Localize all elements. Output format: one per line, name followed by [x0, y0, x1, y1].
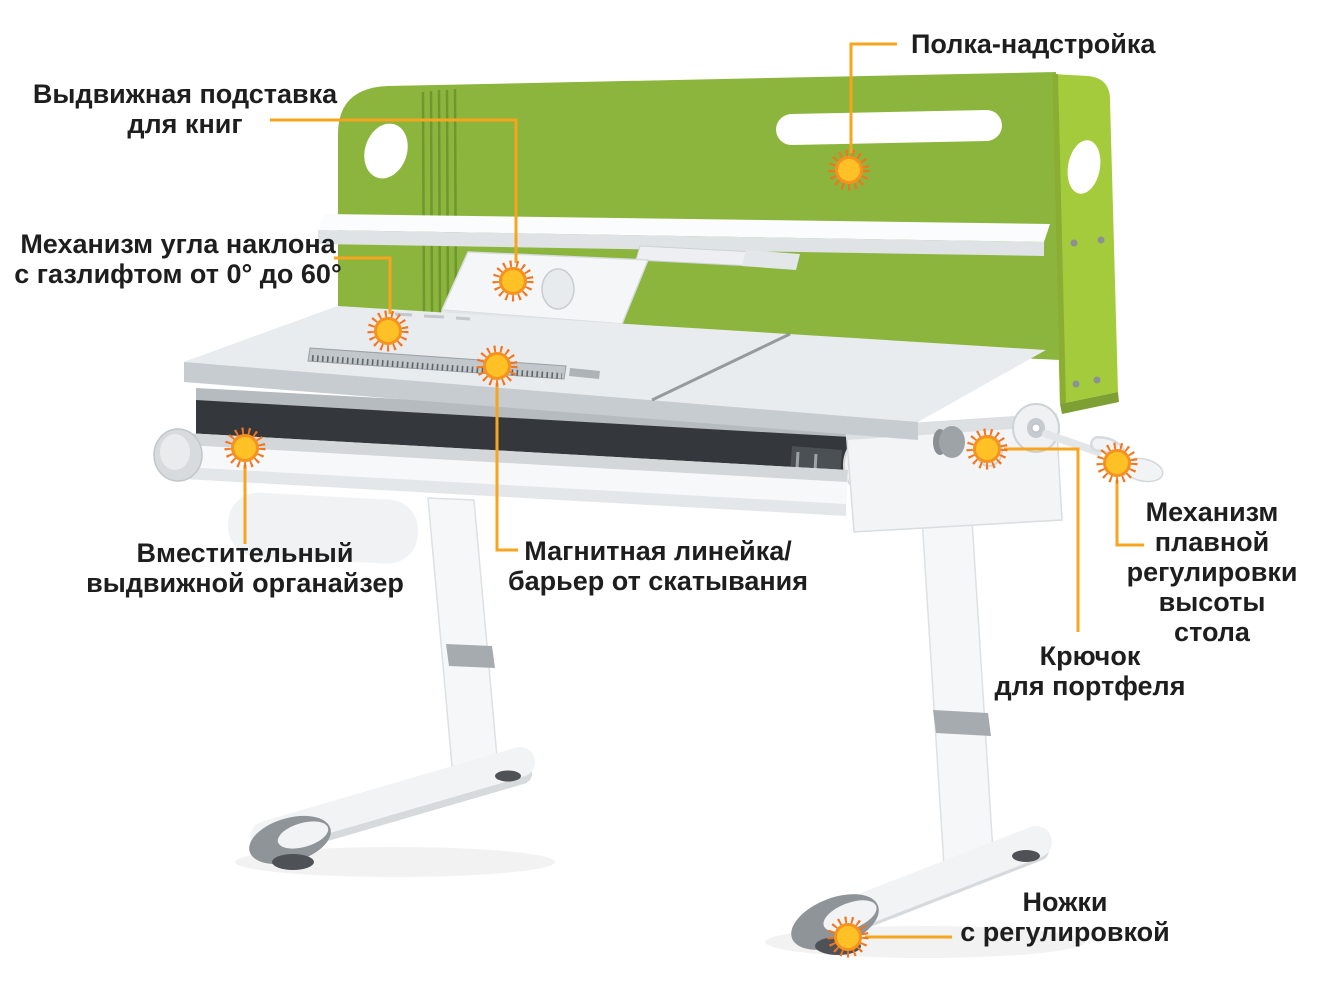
marker-tilt — [367, 310, 409, 352]
right-foot — [791, 826, 1052, 955]
right-leg — [791, 517, 1052, 955]
hutch-shelf — [318, 214, 1050, 256]
label-tilt-mechanism: Механизм угла наклона с газлифтом от 0° … — [14, 229, 342, 289]
label-magnetic-ruler: Магнитная линейка/ барьер от скатывания — [507, 536, 809, 596]
marker-hook — [966, 428, 1008, 470]
label-organizer: Вместительный выдвижной органайзер — [86, 538, 404, 598]
desk-side-panel — [845, 413, 1063, 533]
marker-feet — [827, 916, 869, 958]
callout-line-tilt — [334, 256, 392, 314]
callout-line-height — [1115, 480, 1144, 547]
marker-ruler — [476, 345, 518, 387]
label-book-stand: Выдвижная подставка для книг — [32, 79, 338, 139]
marker-book-stand — [492, 260, 534, 302]
left-foot — [249, 747, 535, 870]
label-height-mechanism: Механизм плавной регулировки высоты стол… — [1126, 497, 1298, 647]
label-hook: Крючок для портфеля — [994, 641, 1186, 701]
label-feet: Ножки с регулировкой — [960, 887, 1170, 947]
left-leg — [249, 497, 535, 870]
drawer-organizer[interactable] — [153, 428, 848, 565]
left-leg-collar — [446, 644, 495, 668]
hutch-screws — [1070, 236, 1105, 388]
callout-line-hutch — [849, 42, 897, 153]
drawer-support — [227, 492, 419, 564]
desktop-split — [651, 332, 791, 402]
label-hutch: Полка-надстройка — [911, 29, 1156, 59]
hutch-slot-cutout — [776, 109, 1002, 146]
feature-markers — [224, 149, 1138, 958]
left-foot-adjuster — [272, 854, 314, 870]
hutch-side-panel — [1052, 74, 1119, 414]
marker-height — [1096, 442, 1138, 484]
desk-body — [196, 388, 1063, 533]
marker-hutch — [828, 149, 870, 191]
floor-shadow-left — [235, 847, 555, 877]
drawer-opening — [196, 400, 868, 472]
pencil — [569, 368, 600, 379]
callout-lines — [243, 42, 1144, 939]
right-leg-collar — [933, 710, 991, 736]
callout-line-book-stand — [270, 118, 518, 263]
hutch-oval-hole-left — [364, 123, 408, 179]
callout-line-ruler — [495, 383, 518, 552]
callout-line-hook — [1004, 447, 1080, 632]
marker-organizer — [224, 427, 266, 469]
hutch-oval-hole-right — [1067, 140, 1101, 194]
